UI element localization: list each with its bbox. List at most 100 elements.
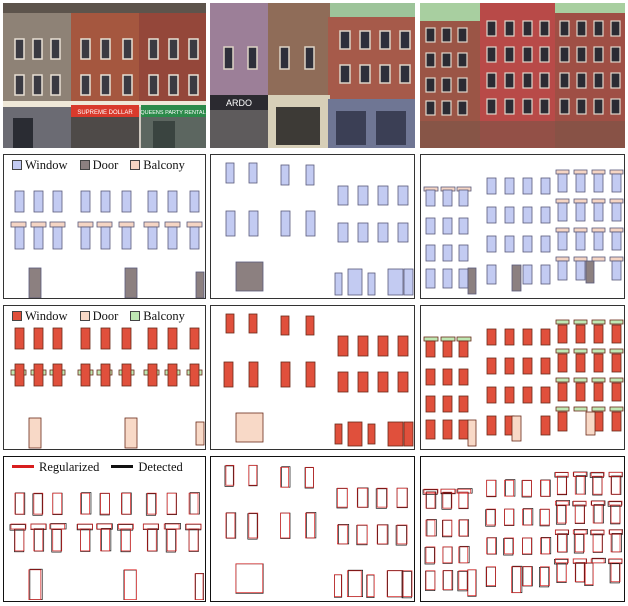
detected-outline (358, 488, 368, 508)
detected-outline (122, 493, 131, 514)
detected-outline (487, 480, 496, 497)
regularized-outline (81, 493, 90, 514)
window-mark (338, 372, 348, 392)
photo-window (540, 21, 549, 36)
regularized-outline (403, 571, 412, 597)
detected-outline (539, 567, 548, 587)
regularized-outline (377, 525, 387, 544)
window-mark (487, 207, 496, 223)
door-mark (236, 413, 263, 442)
door-mark (512, 416, 521, 441)
window-mark (101, 227, 110, 249)
window-mark (306, 165, 314, 185)
balcony-mark (574, 228, 587, 232)
detected-outline (189, 529, 198, 551)
window-mark (523, 358, 532, 374)
window-mark (15, 328, 24, 349)
window-mark (224, 362, 233, 387)
detected-outline (458, 571, 467, 591)
door-mark (196, 422, 204, 445)
panel-gt-1: Window Door Balcony (3, 154, 206, 299)
regularized-outline (53, 529, 62, 551)
photo-window (426, 53, 435, 67)
regularized-outline (585, 563, 593, 585)
window-mark (190, 364, 199, 386)
panel-pred-1: Window Door Balcony (3, 305, 206, 450)
regularized-outline (121, 529, 130, 551)
photo-window (149, 39, 158, 59)
window-mark (541, 416, 550, 435)
balcony-mark (592, 320, 605, 324)
photo-window (577, 73, 586, 88)
balcony-mark (592, 257, 605, 261)
balcony-mark (574, 378, 587, 382)
detected-outline (576, 563, 585, 583)
detected-outline (81, 529, 90, 551)
window-mark (505, 207, 514, 223)
window-mark (168, 364, 177, 386)
regularized-outline (147, 493, 156, 514)
detected-outline (585, 563, 593, 585)
regularized-outline (459, 520, 468, 536)
balcony-mark (592, 407, 605, 411)
photo-window (594, 73, 603, 88)
detected-outline (53, 493, 62, 514)
balcony-swatch-pred (130, 311, 140, 321)
window-mark (426, 341, 435, 357)
regularized-outline (101, 493, 110, 514)
window-mark (443, 269, 452, 288)
regularized-outline (575, 505, 584, 523)
photo-window (523, 47, 532, 62)
detected-outline (557, 563, 566, 583)
window-mark (612, 354, 621, 372)
photo-window (280, 47, 289, 69)
legend-semantic-gt: Window Door Balcony (12, 158, 191, 173)
window-mark (34, 364, 43, 386)
photo-window (426, 78, 435, 92)
regularized-outline (557, 505, 566, 523)
window-mark (558, 203, 567, 221)
detected-outline (504, 539, 513, 556)
photo-window (189, 39, 198, 59)
window-mark (338, 223, 348, 242)
balcony-swatch (130, 160, 140, 170)
window-mark (523, 236, 532, 252)
regularized-outline (31, 524, 46, 529)
window-mark (249, 314, 257, 333)
window-mark (15, 227, 24, 249)
detected-outline (249, 465, 257, 485)
gt-labels-1 (4, 155, 205, 298)
window-mark (226, 211, 235, 236)
window-mark (558, 412, 567, 431)
balcony-mark (574, 407, 587, 411)
detected-outline (52, 530, 61, 552)
regularized-outline (357, 488, 367, 507)
regularized-outline (575, 563, 584, 582)
balcony-mark (574, 349, 587, 353)
photo-window (305, 47, 314, 69)
window-mark (443, 341, 452, 357)
photo-window (426, 28, 435, 42)
window-mark (426, 245, 435, 261)
detected-outline (348, 570, 362, 596)
window-mark (443, 218, 452, 234)
balcony-mark (592, 228, 605, 232)
window-mark (388, 422, 403, 446)
window-mark (541, 265, 550, 284)
balcony-mark (574, 320, 587, 324)
photo-window (81, 39, 90, 59)
regularized-outline (487, 538, 496, 554)
door-mark (468, 268, 476, 294)
regularized-outline (377, 488, 387, 507)
photo-window (149, 75, 158, 95)
window-mark (426, 269, 435, 288)
window-mark (541, 207, 550, 223)
window-mark (101, 364, 110, 386)
window-mark (576, 174, 585, 192)
detected-outline (14, 529, 23, 551)
detected-outline (522, 538, 531, 555)
balcony-mark (610, 199, 623, 203)
window-mark (505, 387, 514, 403)
photo-window (505, 99, 514, 114)
detected-outline (146, 494, 155, 515)
